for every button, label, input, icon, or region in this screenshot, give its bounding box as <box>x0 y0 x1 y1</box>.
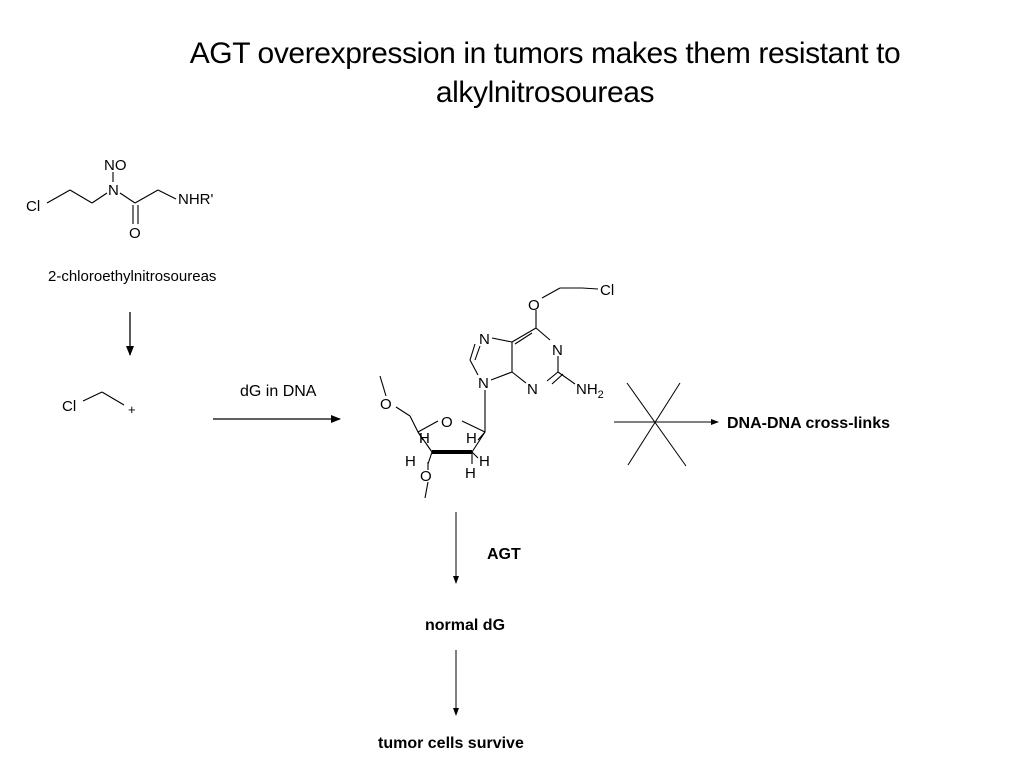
adduct-h2: H <box>466 430 477 447</box>
adduct-o6: O <box>528 297 540 314</box>
adduct-n3: N <box>527 381 538 398</box>
block-cross <box>626 382 687 467</box>
bond <box>417 420 439 433</box>
cation-structure <box>82 391 125 406</box>
bond <box>69 189 93 204</box>
dna-cross-links-label: DNA-DNA cross-links <box>727 415 890 432</box>
adduct-h3: H <box>405 453 416 470</box>
cation-cl: Cl <box>62 398 76 415</box>
adduct-n7: N <box>479 331 490 348</box>
cross-line <box>626 382 687 467</box>
bond <box>535 327 551 341</box>
bond <box>551 373 564 385</box>
atom-cl: Cl <box>26 198 40 215</box>
bond <box>409 415 419 433</box>
bond <box>514 332 533 345</box>
bond <box>91 192 108 204</box>
bond <box>581 287 599 290</box>
adduct-h5: H <box>465 465 476 482</box>
atom-o: O <box>129 225 141 242</box>
bond <box>395 406 411 417</box>
adduct-nh2: NH2 <box>576 381 604 401</box>
adduct-cl: Cl <box>600 282 614 299</box>
arrow-label-dg-in-dna: dG in DNA <box>240 383 317 400</box>
adduct-nh2-subscript: 2 <box>598 389 604 401</box>
bond <box>469 359 479 376</box>
bond <box>82 391 103 402</box>
adduct-nh2-main: NH <box>576 381 598 398</box>
agt-label: AGT <box>487 546 521 563</box>
bond <box>157 189 177 200</box>
atom-nhr: NHR' <box>178 191 213 208</box>
bond <box>557 371 576 385</box>
cation-charge: + <box>128 402 136 417</box>
bond <box>490 371 513 381</box>
adduct-o5: O <box>380 396 392 413</box>
bond <box>469 343 476 361</box>
atom-no: NO <box>104 157 127 174</box>
adduct-h1: H <box>419 430 430 447</box>
adduct-n9: N <box>478 375 489 392</box>
bond <box>477 431 486 441</box>
bond <box>101 391 125 406</box>
bond <box>491 337 513 343</box>
bond <box>546 371 559 382</box>
reagent-name: 2-chloroethylnitrosoureas <box>48 268 216 285</box>
bond <box>134 189 159 204</box>
bond <box>461 420 486 433</box>
bond <box>427 451 433 465</box>
bond <box>417 431 424 441</box>
cross-line <box>627 382 681 466</box>
atom-n: N <box>108 182 119 199</box>
adduct-ring-o: O <box>441 414 453 431</box>
bond <box>471 431 486 453</box>
bond <box>424 481 429 499</box>
slide-title: AGT overexpression in tumors makes them … <box>189 37 901 109</box>
bond <box>511 371 527 384</box>
bond <box>474 345 481 361</box>
adduct-o3: O <box>420 468 432 485</box>
bond <box>511 327 537 343</box>
bond <box>541 287 561 299</box>
nitrosourea-structure <box>46 172 177 224</box>
bond <box>46 189 71 204</box>
tumor-cells-survive-label: tumor cells survive <box>378 735 524 752</box>
adduct-structure <box>379 287 599 499</box>
bond <box>471 451 479 459</box>
bond <box>379 375 387 397</box>
adduct-n1: N <box>552 342 563 359</box>
bond <box>119 192 136 204</box>
adduct-h4: H <box>479 453 490 470</box>
normal-dg-label: normal dG <box>425 617 505 634</box>
